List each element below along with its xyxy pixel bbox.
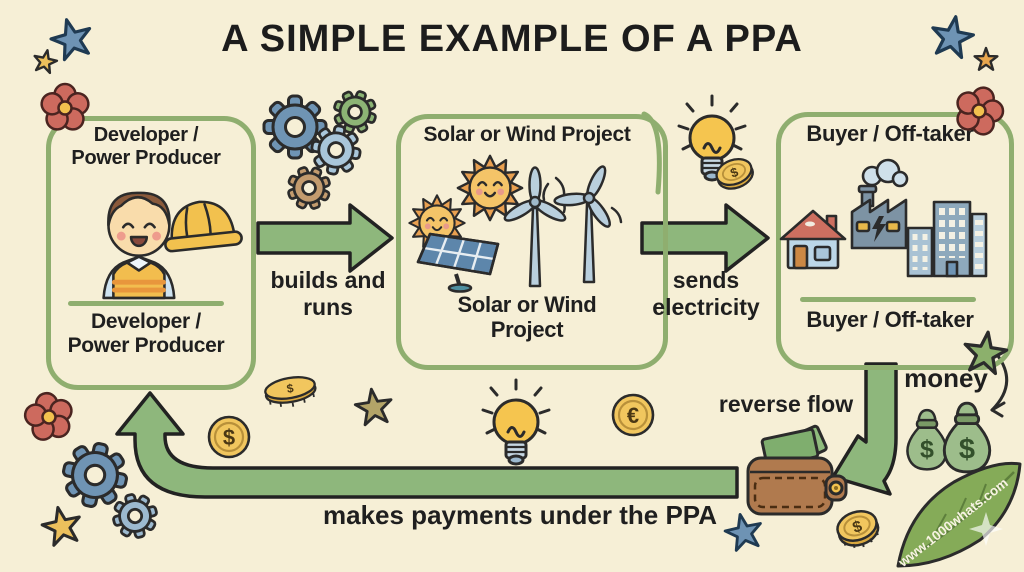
dollar-symbol: $ — [286, 381, 295, 396]
gear-icon — [105, 486, 164, 545]
developer-box-title: Developer / Power Producer — [48, 124, 244, 170]
developer-box — [46, 116, 256, 390]
builds-and-runs-label: builds and runs — [258, 267, 398, 321]
payments-text: makes payments under the PPA — [323, 500, 717, 530]
project-box-title: Solar or Wind Project — [400, 123, 654, 147]
dollar-coin-icon: $ — [264, 376, 317, 407]
developer-caption-line2: Power Producer — [67, 333, 225, 357]
builds-label-line1: builds and — [270, 267, 386, 293]
sends-arrow — [640, 203, 770, 273]
dollar-symbol: $ — [959, 433, 975, 465]
hard-hat-icon — [164, 200, 243, 253]
house-icon — [779, 209, 847, 270]
developer-box-caption: Developer / Power Producer — [48, 310, 244, 358]
project-caption-line2: Project — [490, 317, 564, 343]
dollar-coin-icon: $ — [715, 158, 754, 190]
money-bag-icon: $ — [906, 408, 948, 471]
buyer-box — [776, 112, 1014, 370]
gear-icon — [328, 85, 382, 139]
payment-return-arrow — [115, 391, 739, 499]
leaf-watermark: www.1000whats.com — [895, 461, 1022, 570]
solar-panel-icon — [416, 232, 500, 293]
sends-label-line2: electricity — [652, 294, 760, 321]
buyer-title: Buyer / Off-taker — [806, 121, 974, 146]
project-box-caption: Solar or Wind Project — [400, 292, 654, 342]
yellow-star-icon — [37, 501, 86, 549]
developer-caption-line1: Developer / — [91, 310, 201, 333]
payments-label: makes payments under the PPA — [270, 500, 770, 531]
developer-title-line2: Power Producer — [71, 146, 221, 169]
yellow-star-icon — [30, 46, 60, 76]
wind-turbine-icon — [542, 168, 626, 284]
lightbulb-icon — [481, 378, 551, 466]
corner-stars — [30, 12, 98, 76]
orange-star-icon — [973, 46, 999, 71]
blue-star-icon — [927, 11, 978, 61]
flower-icon — [37, 80, 93, 136]
payment-down-arrow — [831, 362, 898, 496]
sends-electricity-label: sends electricity — [636, 267, 776, 321]
developer-title-line1: Developer / — [93, 124, 199, 146]
gear-icon — [57, 437, 132, 512]
blue-star-icon — [720, 509, 767, 554]
buyer-divider — [800, 297, 976, 302]
gear-icon — [308, 122, 364, 178]
project-caption-line1: Solar or Wind — [457, 292, 597, 317]
wallet-icon — [746, 424, 848, 516]
flower-icon — [951, 83, 1007, 139]
buildings-icon — [906, 200, 988, 278]
gear-icon — [281, 160, 337, 216]
factory-icon — [850, 158, 909, 250]
euro-coin-icon: € — [611, 393, 655, 437]
sends-label-line1: sends — [672, 267, 740, 293]
builds-arrow — [256, 203, 394, 273]
corner-stars — [927, 11, 999, 71]
money-bag-icon: $ — [942, 401, 992, 474]
buyer-caption: Buyer / Off-taker — [806, 307, 974, 332]
dollar-symbol: $ — [920, 436, 934, 464]
flower-icon — [21, 389, 77, 445]
buyer-box-title: Buyer / Off-taker — [780, 121, 1000, 146]
gear-icon — [264, 96, 326, 158]
gear-cluster — [262, 88, 390, 214]
reverse-flow-text: reverse flow — [718, 391, 854, 417]
reverse-flow-label: reverse flow — [702, 391, 870, 418]
green-star-icon — [960, 327, 1011, 377]
blue-star-icon — [45, 12, 98, 64]
worker-icon — [102, 191, 243, 300]
dollar-symbol: $ — [223, 425, 235, 450]
project-box — [396, 114, 668, 370]
euro-symbol: € — [627, 403, 639, 428]
olive-star-icon — [352, 385, 396, 428]
sun-icon — [454, 152, 526, 224]
dollar-coin-icon: $ — [836, 510, 880, 549]
buyer-box-caption: Buyer / Off-taker — [780, 307, 1000, 332]
developer-divider — [68, 301, 224, 306]
gear-cluster — [58, 440, 168, 550]
project-title: Solar or Wind Project — [423, 123, 631, 146]
builds-label-line2: runs — [303, 294, 353, 321]
dollar-coin-icon: $ — [207, 415, 251, 459]
page-title: A SIMPLE EXAMPLE OF A PPA — [221, 18, 803, 60]
sparkle-icon — [969, 512, 1003, 546]
